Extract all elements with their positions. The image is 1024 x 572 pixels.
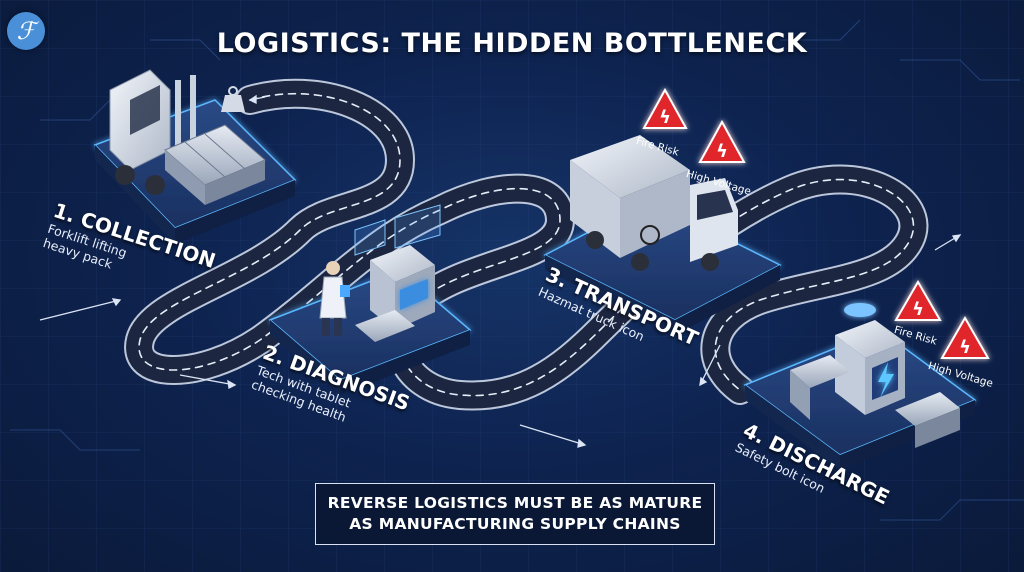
forklift-icon (109, 69, 196, 195)
svg-text:ϟ: ϟ (959, 337, 971, 358)
flow-arrows (39, 94, 962, 448)
transport-station (543, 135, 782, 335)
battery-pack-icon (164, 124, 266, 205)
page-title: LOGISTICS: THE HIDDEN BOTTLENECK (216, 28, 808, 59)
callout-line-2: AS MANUFACTURING SUPPLY CHAINS (349, 515, 681, 533)
high-voltage-warning-icon-1: ϟ (698, 119, 746, 163)
svg-text:ϟ: ϟ (912, 299, 924, 320)
diagnostic-equipment-icon (355, 245, 435, 342)
holographic-screens (354, 204, 441, 256)
fire-risk-warning-icon-2: ϟ (894, 280, 942, 321)
key-message-callout: REVERSE LOGISTICS MUST BE AS MATURE AS M… (315, 483, 715, 545)
winding-road (124, 78, 929, 411)
svg-text:ϟ: ϟ (659, 107, 671, 128)
fire-risk-warning-icon-1: ϟ (642, 87, 688, 129)
technician-icon (319, 261, 350, 336)
hazmat-truck-icon (570, 135, 738, 271)
svg-text:ϟ: ϟ (716, 141, 728, 162)
discharge-unit-icon (835, 303, 905, 415)
diagnosis-station (268, 204, 472, 395)
discharge-station (743, 303, 977, 470)
collection-station (93, 69, 297, 244)
callout-line-1: REVERSE LOGISTICS MUST BE AS MATURE (327, 494, 703, 512)
battery-module-icon (790, 355, 960, 448)
safety-bolt-icon (878, 362, 894, 398)
weight-icon (221, 86, 245, 112)
high-voltage-warning-icon-2: ϟ (940, 315, 990, 359)
brand-logo: ℱ (7, 12, 45, 50)
